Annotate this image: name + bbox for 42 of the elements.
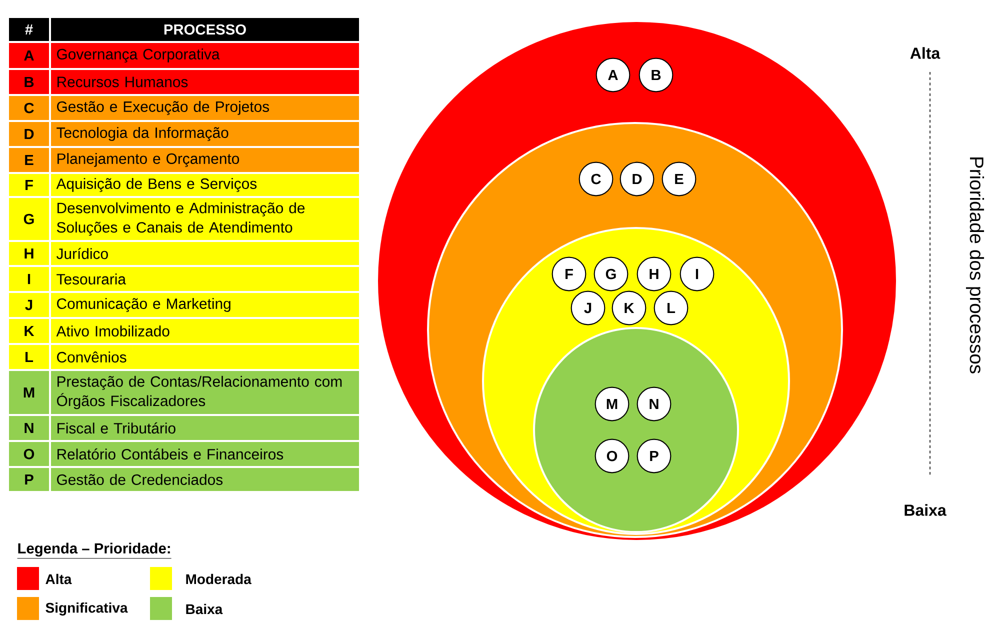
table-cell: K (9, 319, 49, 343)
table-cell: Aquisição de Bens e Serviços (51, 174, 359, 196)
table-cell: Desenvolvimento e Administração de Soluções e Canais de Atendimento (51, 198, 359, 240)
table-cell: O (9, 442, 49, 466)
axis-label: Baixa (904, 504, 946, 516)
legend-label: Significativa (46, 602, 128, 616)
table-cell: J (9, 293, 49, 317)
table-cell: Governança Corporativa (51, 43, 359, 68)
table-cell: B (9, 70, 49, 94)
table-cell: Ativo Imobilizado (51, 319, 359, 343)
table-cell: Tecnologia da Informação (51, 122, 359, 146)
table-cell: Gestão de Credenciados (51, 468, 359, 491)
table-cell: Planejamento e Orçamento (51, 148, 359, 172)
table-cell: M (9, 371, 49, 414)
table-cell: Relatório Contábeis e Financeiros (51, 442, 359, 466)
legend-label: Alta (46, 574, 72, 584)
table-cell: N (9, 416, 49, 440)
table-cell: Jurídico (51, 242, 359, 265)
table-cell: G (9, 198, 49, 240)
table-cell: F (9, 174, 49, 196)
axis-label: Alta (910, 47, 940, 59)
legend-label: Baixa (186, 604, 223, 614)
header-cell: # (9, 18, 49, 41)
table-cell: C (9, 96, 49, 120)
table-cell: Tesouraria (51, 267, 359, 291)
table-cell: I (9, 267, 49, 291)
table-cell: L (9, 345, 49, 369)
table-cell: Comunicação e Marketing (51, 293, 359, 317)
table-cell: Gestão e Execução de Projetos (51, 96, 359, 120)
table-cell: D (9, 122, 49, 146)
table-cell: Convênios (51, 345, 359, 369)
legend-title: Legenda – Prioridade: (17, 542, 172, 559)
header-cell: PROCESSO (51, 18, 359, 41)
legend-label: Moderada (186, 574, 252, 584)
table-cell: P (9, 468, 49, 491)
axis-title: Prioridade dos processos (966, 158, 984, 374)
table-cell: E (9, 148, 49, 172)
table-cell: A (9, 43, 49, 68)
table-cell: Prestação de Contas/Relacionamento com Órgãos Fiscalizadores (51, 371, 359, 414)
table-cell: Fiscal e Tributário (51, 416, 359, 440)
table-cell: H (9, 242, 49, 265)
table-cell: Recursos Humanos (51, 70, 359, 94)
